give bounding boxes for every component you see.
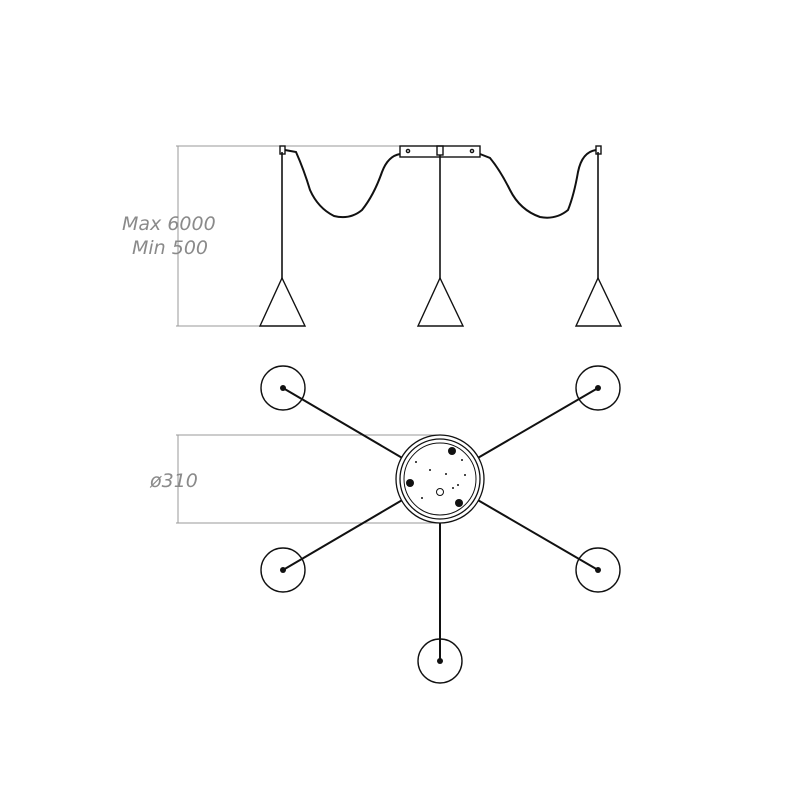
height-max-label: Max 6000 bbox=[122, 213, 216, 235]
pendant-top-lower-right bbox=[575, 547, 621, 593]
right-swag-cable bbox=[479, 149, 597, 219]
canopy-mount-hole-1 bbox=[448, 447, 456, 455]
canopy-detail-dot bbox=[429, 469, 431, 471]
canopy-screw-left bbox=[405, 148, 411, 154]
left-pendant-shade bbox=[258, 276, 307, 327]
canopy-mount-hole-3 bbox=[455, 499, 463, 507]
height-dimension: Max 6000 Min 500 bbox=[122, 145, 400, 327]
shade-center-dot bbox=[437, 658, 443, 664]
canopy-mount-hole-2 bbox=[406, 479, 414, 487]
canopy-screw-right bbox=[469, 148, 475, 154]
diameter-label: ø310 bbox=[149, 470, 198, 492]
canopy-detail-dot bbox=[452, 487, 454, 489]
canopy-middle-ring bbox=[399, 438, 481, 520]
diameter-dimension: ø310 bbox=[149, 434, 440, 524]
pendant-top-bottom bbox=[417, 638, 463, 684]
canopy-detail-dot bbox=[415, 461, 417, 463]
right-pendant-shade bbox=[574, 276, 623, 327]
canopy-center-hook bbox=[436, 145, 444, 156]
top-view: ø310 bbox=[149, 365, 621, 684]
canopy-detail-dot bbox=[457, 484, 459, 486]
pendant-top-upper-left bbox=[260, 365, 306, 411]
shade-outline bbox=[260, 547, 306, 593]
shade-outline bbox=[575, 547, 621, 593]
canopy-outer-ring bbox=[395, 434, 485, 524]
canopy-detail-dot bbox=[464, 474, 466, 476]
canopy-top bbox=[395, 434, 485, 524]
shade-center-dot bbox=[595, 567, 601, 573]
canopy-center-hole bbox=[436, 488, 444, 496]
side-view: Max 6000 Min 500 bbox=[122, 145, 623, 327]
shade-center-dot bbox=[595, 385, 601, 391]
shade-outline bbox=[417, 638, 463, 684]
left-swag-cable bbox=[284, 149, 401, 219]
arm-upper-right bbox=[475, 387, 599, 460]
pendant-top-upper-right bbox=[575, 365, 621, 411]
height-min-label: Min 500 bbox=[132, 237, 208, 259]
arm-lower-right bbox=[475, 498, 599, 571]
pendant-top-lower-left bbox=[260, 547, 306, 593]
canopy-detail-dot bbox=[461, 459, 463, 461]
shade-outline bbox=[575, 365, 621, 411]
center-pendant-shade bbox=[416, 276, 465, 327]
canopy-detail-dot bbox=[421, 497, 423, 499]
canopy-detail-dot bbox=[445, 473, 447, 475]
shade-outline bbox=[260, 365, 306, 411]
shade-center-dot bbox=[280, 385, 286, 391]
canopy-inner-ring bbox=[403, 442, 477, 516]
shade-center-dot bbox=[280, 567, 286, 573]
arm-lower-left bbox=[282, 498, 405, 571]
arm-upper-left bbox=[282, 387, 405, 460]
